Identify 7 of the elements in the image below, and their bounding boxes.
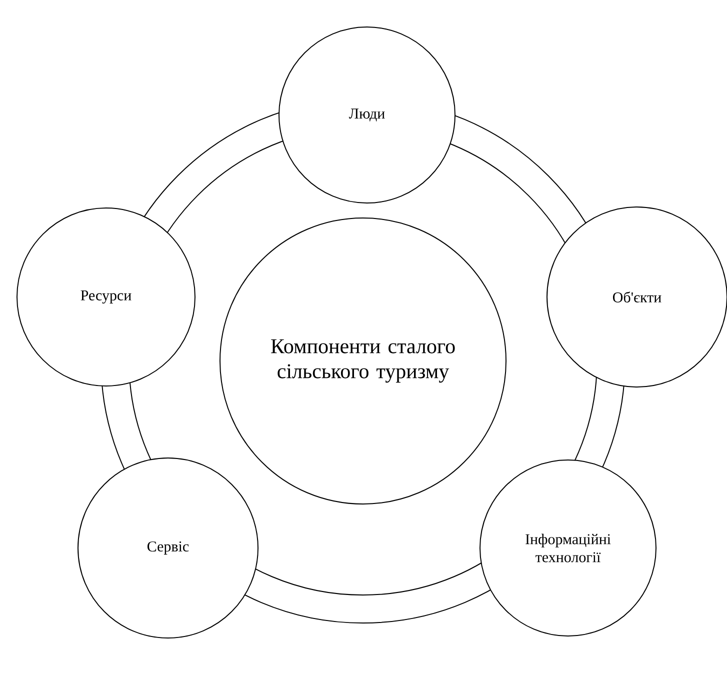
circle-node: Люди (278, 26, 456, 204)
node-label: Об'єкти (612, 292, 662, 302)
circle-node: Ресурси (16, 208, 196, 386)
circle-node: Компоненти сталого сільського туризму (220, 218, 506, 504)
circle-node: Об'єкти (546, 206, 727, 388)
circle-node: Сервіс (78, 458, 258, 638)
circle-node: Інформаційні технології (480, 460, 656, 636)
